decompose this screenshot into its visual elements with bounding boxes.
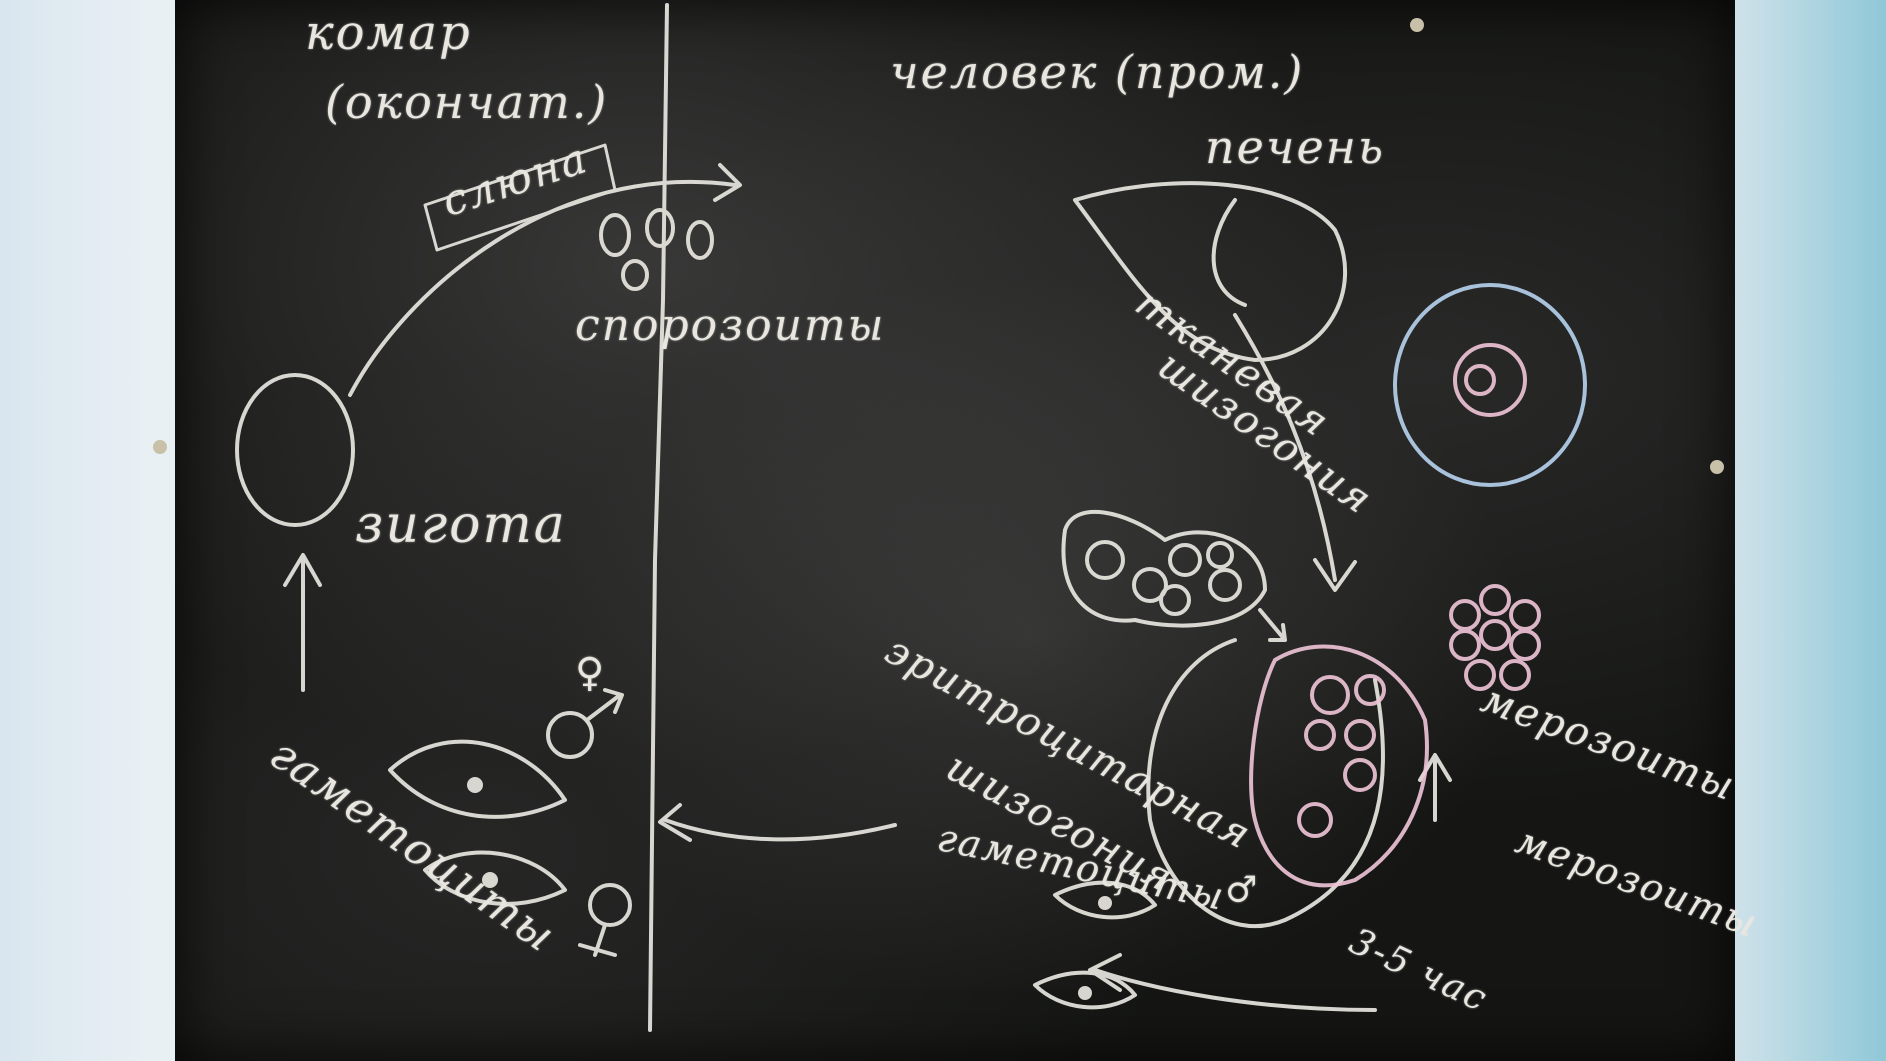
left-title: комар: [305, 5, 472, 61]
erythrocyte: [1249, 644, 1429, 888]
gametocyte-cell: [388, 739, 567, 819]
arrowhead-top: [713, 163, 742, 202]
liver-outline: [1073, 181, 1347, 362]
saliva-box: [423, 143, 617, 252]
zygote-label: зигота: [355, 495, 567, 555]
left-subtitle: (окончат.): [325, 75, 609, 129]
board-clip: [153, 440, 167, 454]
erythro-loop: [1146, 638, 1385, 928]
back-arrow: [663, 818, 897, 842]
back-arrowhead: [658, 803, 692, 842]
right-title: человек (пром.): [890, 45, 1305, 99]
tissue-arrow: [1233, 313, 1337, 582]
arc-arrow-top: [348, 179, 737, 397]
gametocyte-arrow: [1093, 968, 1377, 1012]
gametocyte-cell: [423, 850, 567, 906]
sporozoite-cell: [686, 220, 714, 260]
chalk-drawings: [235, 3, 1587, 1032]
zygote-circle: [235, 373, 355, 527]
nucleus-pink: [1453, 343, 1527, 417]
sporozoite-cell: [645, 208, 675, 248]
female-symbol: ♀: [575, 650, 607, 696]
divider-line: [648, 3, 669, 1032]
chalkboard: комар (окончат.) человек (пром.) печень …: [153, 0, 1764, 1061]
board-clip: [1710, 460, 1724, 474]
male-symbol: ♂: [1225, 870, 1260, 911]
board-clip: [1410, 18, 1424, 32]
sporozoites-label: спорозоиты: [575, 300, 886, 351]
schizont: [1061, 509, 1267, 628]
sporozoite-cell: [621, 259, 649, 291]
sporozoite-cell: [599, 213, 631, 257]
cell-blue: [1393, 283, 1587, 487]
up-arrowhead: [283, 553, 322, 587]
liver-label: печень: [1205, 120, 1386, 174]
